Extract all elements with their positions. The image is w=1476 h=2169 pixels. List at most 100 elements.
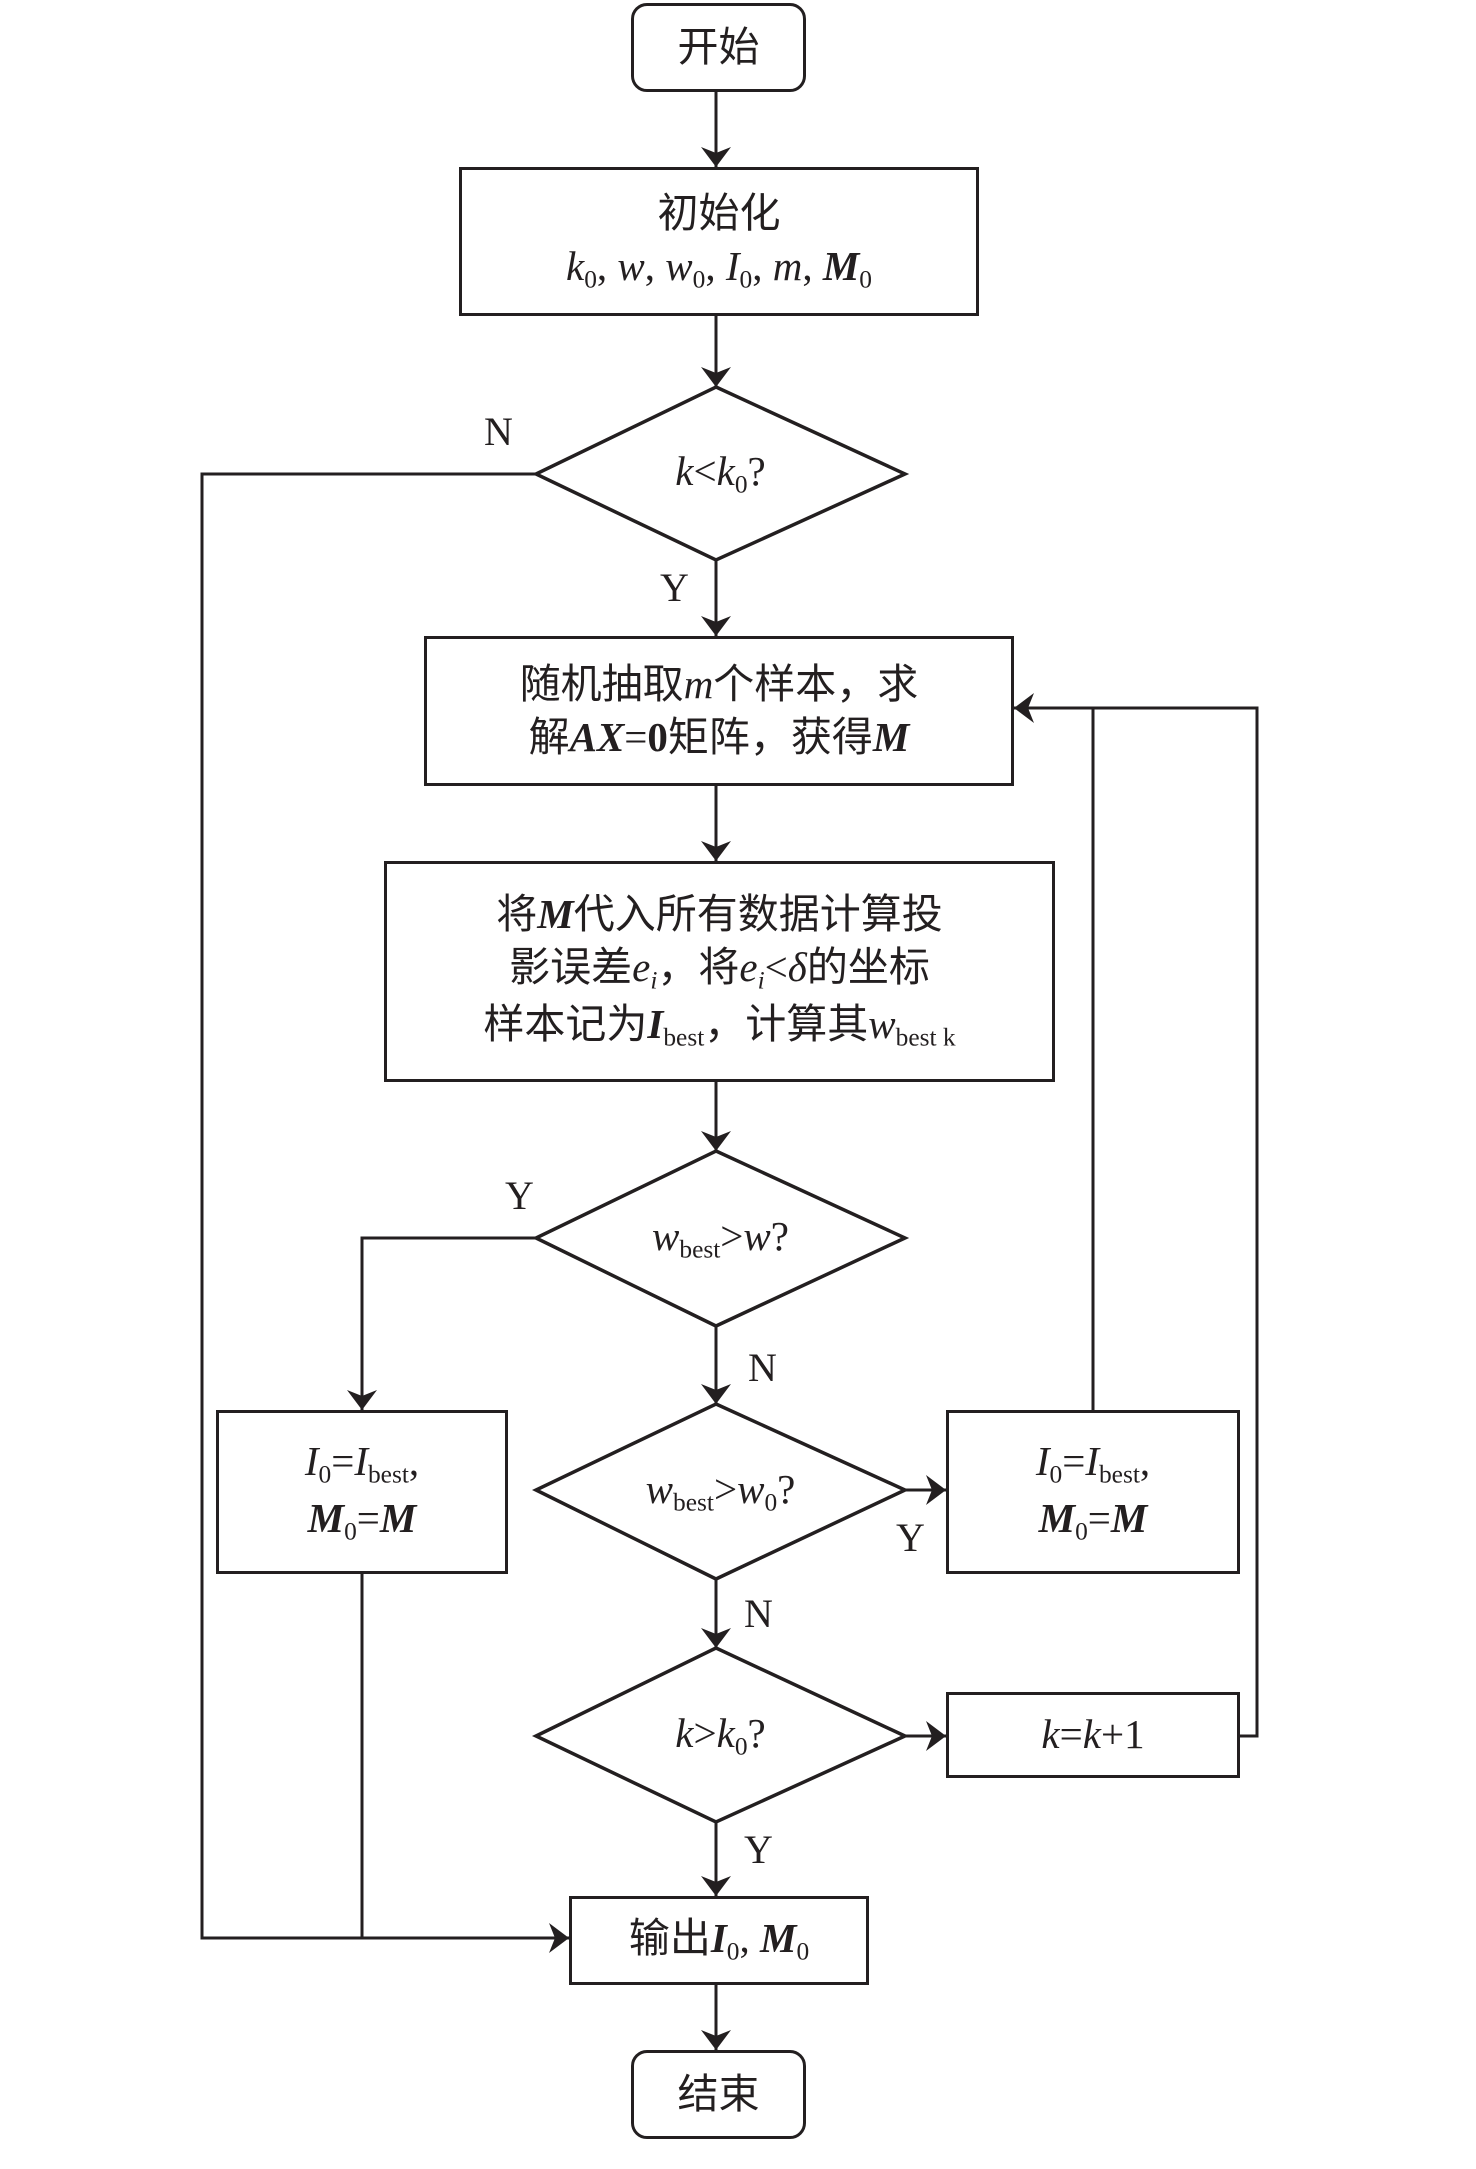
text-fragment: +1	[1100, 1711, 1145, 1758]
text-fragment: ，将	[657, 944, 740, 991]
text-fragment: w	[645, 1466, 674, 1513]
text-fragment: 0	[1049, 1460, 1063, 1489]
text-fragment: 随机抽取	[519, 660, 684, 707]
decision-wbest-gt-w: wbest>w?	[536, 1151, 905, 1326]
text-fragment: k	[675, 1709, 694, 1756]
text-fragment: best	[1098, 1460, 1140, 1489]
update-right-node: I0=Ibest, M0=M	[946, 1410, 1240, 1574]
text-fragment: k	[716, 1709, 735, 1756]
decision-wbest-gt-w0: wbest>w0?	[536, 1404, 905, 1579]
text-fragment: M	[379, 1495, 417, 1541]
text-fragment: 样本记为	[483, 1001, 648, 1048]
text-fragment: 0	[344, 1517, 357, 1546]
text-fragment: <	[693, 448, 717, 495]
text-fragment: w	[868, 1001, 896, 1048]
text-fragment: M	[760, 1915, 797, 1962]
init-params: k0, w, w0, I0, m, M0	[566, 242, 872, 294]
text-fragment: ，计算其	[704, 1001, 869, 1048]
text-fragment: 矩阵，获得	[667, 714, 873, 760]
text-fragment: 0	[734, 1732, 748, 1761]
init-title: 初始化	[657, 189, 781, 236]
text-fragment: best	[663, 1023, 705, 1052]
text-fragment: I	[710, 1915, 727, 1962]
text-fragment: e	[739, 944, 758, 991]
text-fragment: best	[673, 1488, 714, 1517]
text-fragment: M	[537, 891, 574, 938]
label-k-gt-yes: Y	[744, 1827, 773, 1872]
text-fragment: m	[683, 660, 714, 707]
text-fragment: 0	[764, 1488, 778, 1517]
text-fragment: =	[1087, 1495, 1111, 1541]
text-fragment: δ	[787, 944, 807, 991]
start-label: 开始	[677, 23, 760, 70]
label-k-lt-no: N	[484, 409, 513, 454]
decision-wbest-gt-w-shape	[531, 1149, 910, 1328]
text-fragment: k	[675, 448, 694, 495]
label-wbest-w0-no: N	[744, 1591, 773, 1636]
text-fragment: i	[650, 967, 658, 996]
text-fragment: 0	[647, 714, 668, 760]
decision-wbest-gt-w0-shape	[531, 1402, 910, 1581]
label-wbest-w-no: N	[748, 1345, 777, 1390]
text-fragment: I	[647, 1001, 664, 1048]
compute-node: 将M代入所有数据计算投 影误差ei，将ei<δ的坐标 样本记为Ibest，计算其…	[384, 861, 1055, 1082]
text-fragment: best k	[895, 1023, 956, 1052]
text-fragment: w	[652, 1213, 680, 1260]
sample-node: 随机抽取m个样本，求 解AX=0矩阵，获得M	[424, 636, 1014, 786]
text-fragment: >	[720, 1213, 744, 1260]
text-fragment: ,	[408, 1438, 420, 1485]
text-fragment: ?	[770, 1213, 789, 1260]
decision-k-lt-k0: k<k0?	[536, 387, 905, 560]
text-fragment: best	[367, 1460, 409, 1489]
text-fragment: w	[737, 1466, 765, 1513]
text-fragment: I	[304, 1438, 319, 1485]
init-node: 初始化 k0, w, w0, I0, m, M0	[459, 167, 979, 316]
text-fragment: I	[1035, 1438, 1050, 1485]
text-fragment: ,	[1139, 1438, 1151, 1485]
text-fragment: 输出	[628, 1915, 711, 1962]
text-fragment: 0	[318, 1460, 332, 1489]
decision-k-gt-k0: k>k0?	[536, 1648, 905, 1822]
decision-k-gt-k0-shape	[531, 1646, 910, 1824]
text-fragment: 0	[734, 470, 748, 499]
text-fragment: <	[764, 944, 788, 991]
text-fragment: 解	[528, 714, 570, 760]
text-fragment: M	[1110, 1495, 1148, 1541]
text-fragment: ?	[747, 1709, 766, 1756]
text-fragment: =	[331, 1438, 355, 1485]
text-fragment: =	[1062, 1438, 1086, 1485]
text-fragment: 0	[796, 1937, 810, 1966]
text-fragment: best	[679, 1235, 721, 1264]
text-fragment: AX	[569, 714, 625, 760]
text-fragment: 的坐标	[806, 944, 930, 991]
text-fragment: M	[307, 1495, 345, 1541]
text-fragment: I	[354, 1438, 368, 1485]
text-fragment: ,	[739, 1915, 760, 1962]
start-node: 开始	[631, 3, 806, 92]
text-fragment: M	[1038, 1495, 1076, 1541]
text-fragment: w	[743, 1213, 771, 1260]
text-fragment: k	[716, 448, 735, 495]
text-fragment: =	[1059, 1711, 1083, 1758]
text-fragment: =	[624, 714, 648, 760]
decision-k-lt-k0-shape	[531, 385, 910, 562]
label-k-lt-yes: Y	[660, 565, 689, 610]
text-fragment: k	[1041, 1711, 1060, 1758]
end-label: 结束	[677, 2070, 760, 2117]
text-fragment: e	[632, 944, 651, 991]
label-wbest-w0-yes: Y	[896, 1515, 925, 1560]
end-node: 结束	[631, 2050, 806, 2139]
edge-cond1-no	[200, 472, 569, 1953]
increment-node: k=k+1	[946, 1692, 1240, 1778]
edge-increment-loop	[1014, 693, 1259, 1738]
text-fragment: I	[1085, 1438, 1099, 1485]
text-fragment: 影误差	[509, 944, 633, 991]
update-left-node: I0=Ibest, M0=M	[216, 1410, 508, 1574]
text-fragment: 0	[1075, 1517, 1088, 1546]
text-fragment: >	[713, 1466, 738, 1513]
label-wbest-w-yes: Y	[505, 1173, 534, 1218]
text-fragment: M	[872, 714, 910, 760]
text-fragment: i	[757, 967, 765, 996]
text-fragment: 将	[496, 891, 538, 938]
